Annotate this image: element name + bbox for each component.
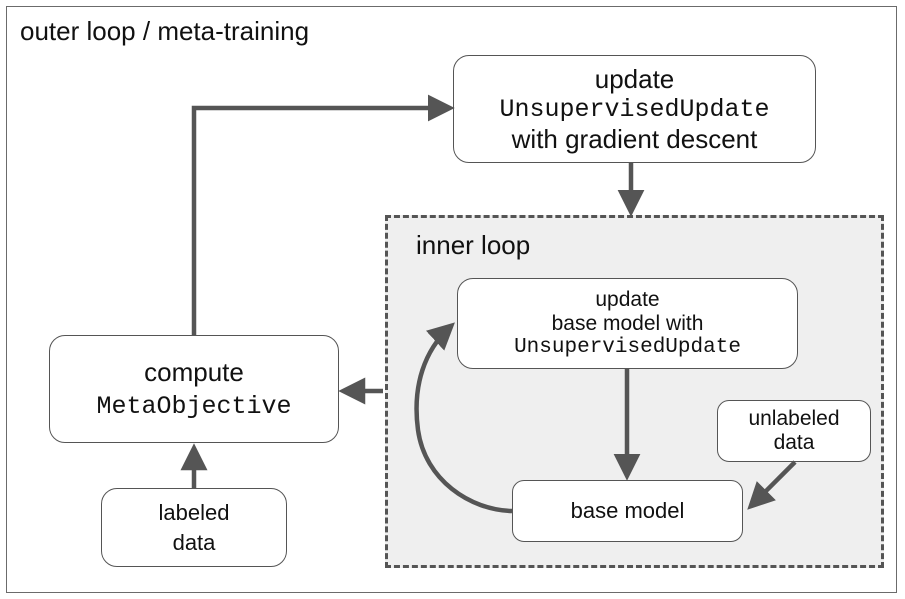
base-model-box: base model [512,480,743,542]
update-inner-line3: UnsupervisedUpdate [514,336,741,359]
unlabeled-data-box: unlabeled data [717,400,871,462]
arrow-unlabeled-to-base-model [747,460,797,510]
inner-loop-title: inner loop [416,230,531,260]
update-outer-line3: with gradient descent [511,123,758,154]
update-inner-line1: update [595,288,660,311]
outer-loop-title: outer loop / meta-training [20,16,310,46]
base-model-label: base model [570,498,685,523]
unlabeled-line2: data [773,431,815,454]
compute-line1: compute [144,357,244,387]
arrow-base-model-loop [414,322,513,514]
compute-line2: MetaObjective [96,392,292,421]
update-inner-line2: base model with [551,312,704,335]
unlabeled-line1: unlabeled [748,407,840,430]
update-base-model-box: update base model with UnsupervisedUpdat… [457,278,798,369]
outer-loop-frame [6,6,897,593]
labeled-data-box: labeled data [101,488,287,567]
update-outer-line2: UnsupervisedUpdate [499,94,770,124]
arrow-compute-to-update [191,94,455,335]
update-unsupervised-update-box: update UnsupervisedUpdate with gradient … [453,55,816,163]
update-outer-line1: update [594,63,675,94]
labeled-line2: data [172,529,216,555]
labeled-line1: labeled [158,499,230,525]
